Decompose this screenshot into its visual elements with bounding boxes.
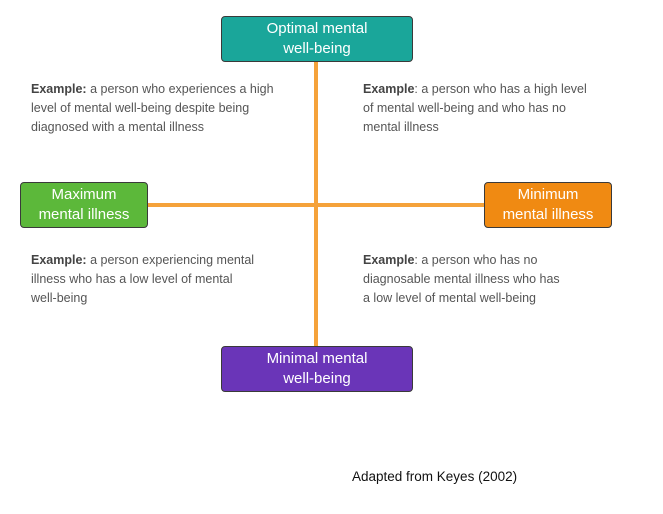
example-bottom-left: Example: a person experiencing mental il… xyxy=(31,251,301,308)
minimal-wellbeing-box: Minimal mental well-being xyxy=(221,346,413,392)
example-text: a person experiencing mental illness who… xyxy=(31,253,255,305)
vertical-axis-line xyxy=(314,60,318,355)
example-label: Example xyxy=(363,82,415,96)
maximum-mental-illness-box: Maximum mental illness xyxy=(20,182,148,228)
minimum-mental-illness-box: Minimum mental illness xyxy=(484,182,612,228)
example-label: Example xyxy=(363,253,415,267)
example-top-right: Example: a person who has a high level o… xyxy=(363,80,633,137)
example-label: Example: xyxy=(31,82,87,96)
example-top-left: Example: a person who experiences a high… xyxy=(31,80,301,137)
example-text: : a person who has a high level of menta… xyxy=(363,82,587,134)
example-text: : a person who has no diagnosable mental… xyxy=(363,253,560,305)
optimal-wellbeing-box: Optimal mental well-being xyxy=(221,16,413,62)
source-citation: Adapted from Keyes (2002) xyxy=(352,469,518,484)
horizontal-axis-line xyxy=(146,203,486,207)
example-label: Example: xyxy=(31,253,87,267)
example-text: a person who experiences a high level of… xyxy=(31,82,274,134)
example-bottom-right: Example: a person who has no diagnosable… xyxy=(363,251,633,308)
